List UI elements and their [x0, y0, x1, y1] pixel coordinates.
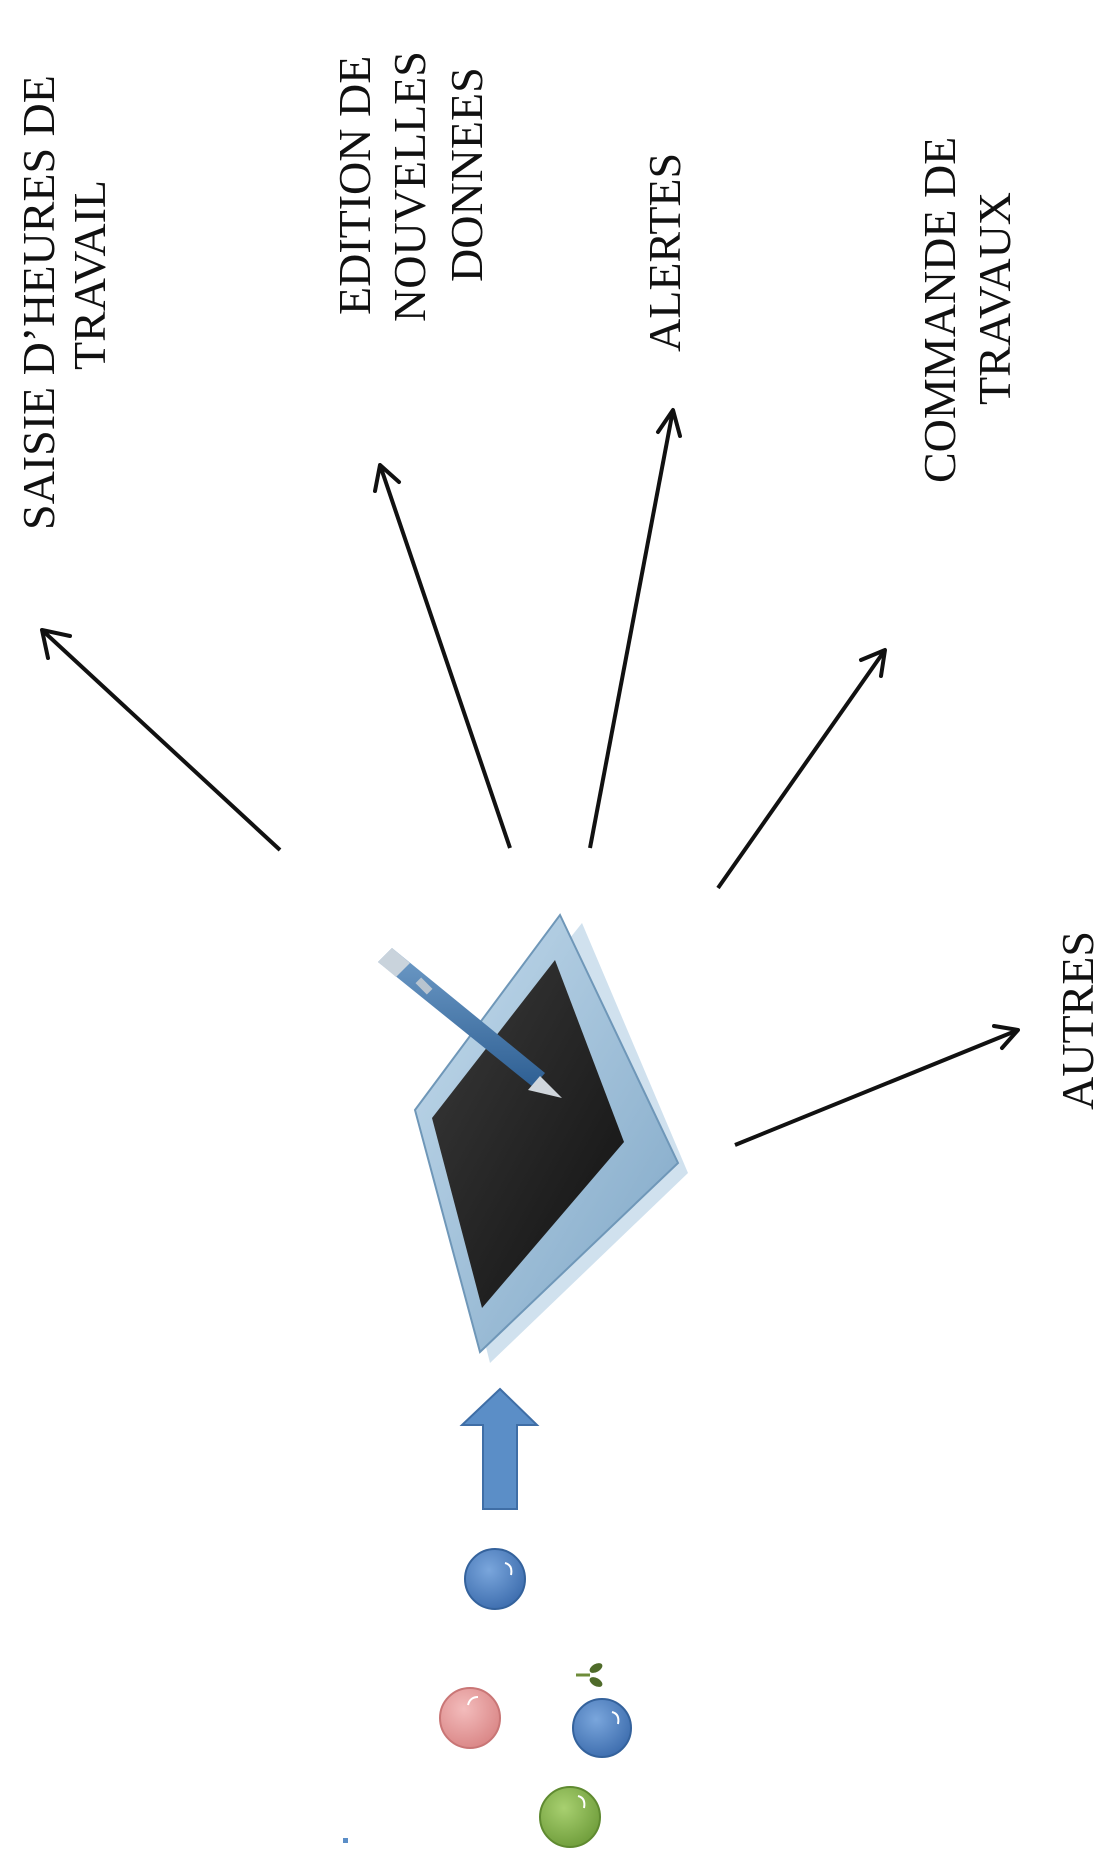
label-edition-line1: EDITION DE: [329, 56, 380, 315]
label-edition-line2: NOUVELLES: [384, 51, 435, 322]
label-edition: EDITION DE NOUVELLES DONNEES: [329, 51, 492, 322]
label-autres: AUTRES: [1052, 931, 1103, 1110]
label-commande: COMMANDE DE TRAVAUX: [914, 137, 1020, 483]
arrow-to-edition: [375, 465, 510, 848]
green-sphere-icon: [540, 1787, 600, 1847]
arrow-to-alertes: [590, 410, 680, 848]
tablet-icon: [378, 915, 688, 1363]
label-alertes: ALERTES: [639, 153, 690, 352]
blue-sphere-icon: [465, 1549, 525, 1609]
label-saisie-line1: SAISIE D’HEURES DE: [13, 75, 64, 530]
arrow-to-saisie: [42, 630, 280, 850]
label-commande-line1: COMMANDE DE: [914, 137, 965, 483]
dot-marker: [343, 1838, 348, 1843]
arrow-to-autres: [735, 1026, 1018, 1145]
blue-sphere-icon: [573, 1699, 631, 1757]
label-edition-line3: DONNEES: [441, 67, 492, 282]
label-saisie: SAISIE D’HEURES DE TRAVAIL: [13, 75, 115, 530]
label-saisie-line2: TRAVAIL: [64, 180, 115, 370]
pink-sphere-icon: [440, 1688, 500, 1748]
arrow-to-commande: [718, 650, 885, 888]
sprout-icon: [576, 1661, 604, 1689]
label-commande-line2: TRAVAUX: [969, 192, 1020, 405]
input-arrow-icon: [462, 1389, 537, 1509]
